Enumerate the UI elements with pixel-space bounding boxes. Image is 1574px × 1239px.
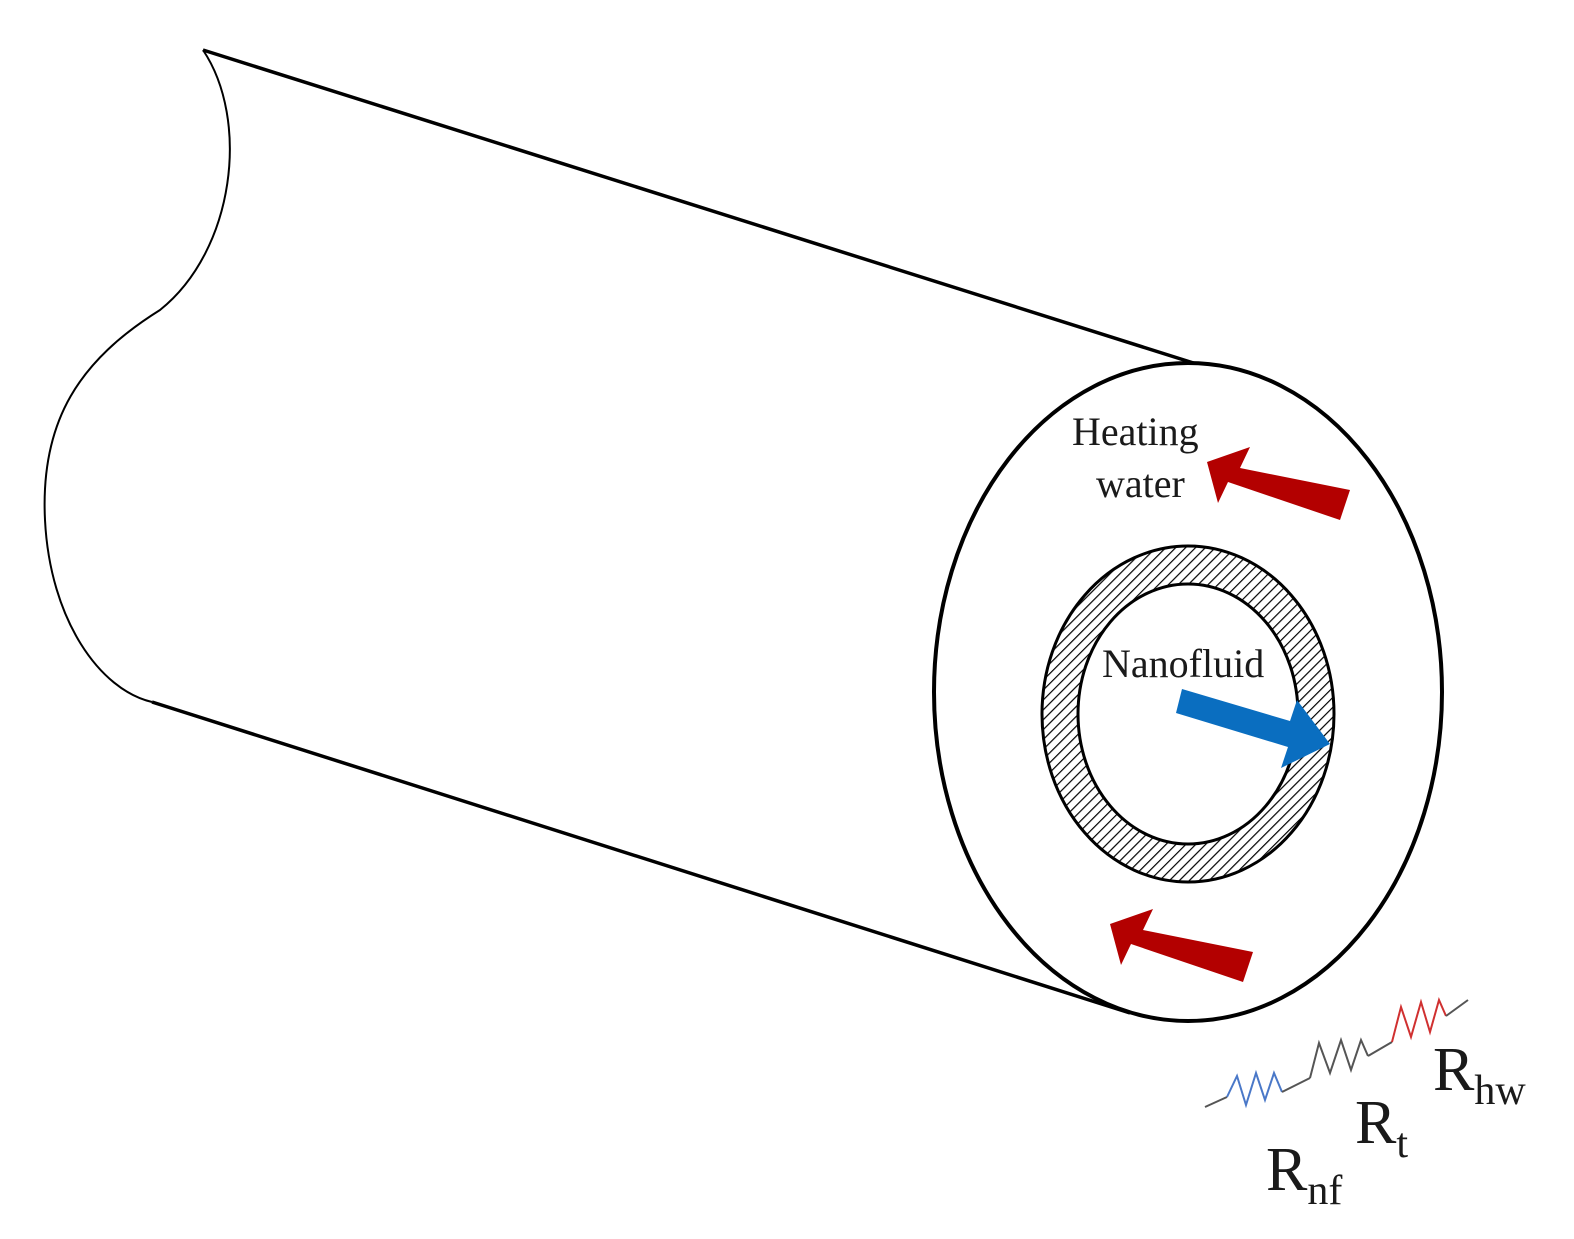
heating-water-arrow-bottom <box>1110 909 1253 982</box>
r-nf-label: Rnf <box>1266 1136 1342 1214</box>
pipe-bottom-edge <box>151 700 1131 1015</box>
heating-water-arrow-top <box>1207 447 1350 520</box>
r-t-symbol: R <box>1355 1089 1397 1157</box>
outer-pipe-body <box>43 48 1223 1015</box>
nanofluid-flow-arrow <box>1176 689 1330 768</box>
r-hw-label: Rhw <box>1433 1036 1526 1114</box>
r-nf-symbol: R <box>1266 1136 1308 1204</box>
heating-water-label-line1: Heating <box>1072 409 1199 454</box>
resistor-hw <box>1391 997 1447 1043</box>
resistor-lead-mid2 <box>1367 1041 1393 1057</box>
nanofluid-label: Nanofluid <box>1102 641 1264 686</box>
r-t-label: Rt <box>1355 1089 1408 1167</box>
resistor-lead-mid1 <box>1281 1077 1311 1093</box>
heating-water-label-line2: water <box>1096 461 1185 506</box>
resistor-t <box>1309 1036 1369 1079</box>
resistor-lead-right <box>1445 999 1469 1017</box>
resistor-nf <box>1226 1069 1283 1109</box>
resistor-lead-left <box>1204 1096 1228 1108</box>
thermal-resistance-network <box>1204 997 1469 1109</box>
r-hw-subscript: hw <box>1474 1068 1526 1114</box>
pipe-top-edge <box>202 48 1223 374</box>
r-t-subscript: t <box>1396 1121 1408 1167</box>
r-hw-symbol: R <box>1433 1036 1475 1104</box>
r-nf-subscript: nf <box>1307 1168 1342 1214</box>
pipe-cut-end-curve <box>43 49 231 703</box>
